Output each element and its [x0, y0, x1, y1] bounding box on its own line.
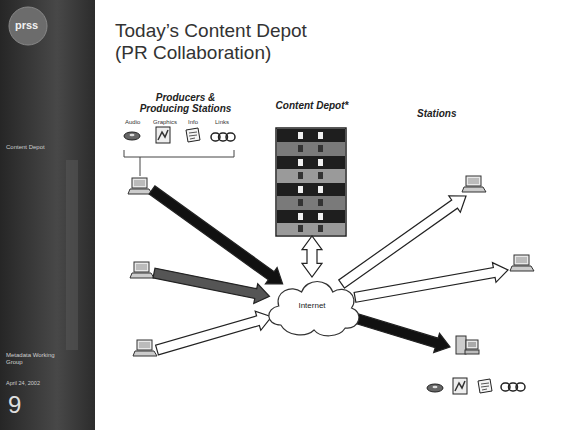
block-arrow — [302, 236, 322, 277]
group-heading: Producers & Producing Stations — [138, 88, 233, 114]
slide-title: Today’s Content Depot (PR Collaboration) — [115, 20, 337, 64]
sidebar-meeting: Metadata Working Group — [6, 352, 66, 366]
producer-group: Producers & Producing Stations — [118, 88, 253, 378]
block-arrow — [156, 311, 272, 355]
group-heading: Stations — [405, 100, 555, 119]
sidebar-section: Content Depot — [6, 144, 86, 151]
icon-label: Audio — [125, 119, 140, 126]
group-heading: Content Depot* — [270, 96, 354, 111]
station-group: Stations — [405, 100, 555, 400]
internet-cloud: Internet — [260, 270, 364, 340]
sidebar-date: April 24, 2002 — [6, 380, 86, 386]
block-arrow — [153, 268, 269, 303]
block-arrow — [354, 263, 508, 303]
content-depot: Content Depot* — [270, 96, 354, 236]
icon-label: Graphics — [153, 119, 177, 126]
block-arrow — [149, 186, 283, 284]
block-arrow — [351, 312, 450, 352]
icon-label: Links — [215, 119, 229, 126]
cloud-label: Internet — [298, 301, 325, 310]
slide-number: 9 — [8, 391, 21, 419]
block-arrow — [339, 196, 466, 288]
logo-text: prss — [15, 19, 38, 32]
icon-label: Info — [188, 119, 198, 126]
